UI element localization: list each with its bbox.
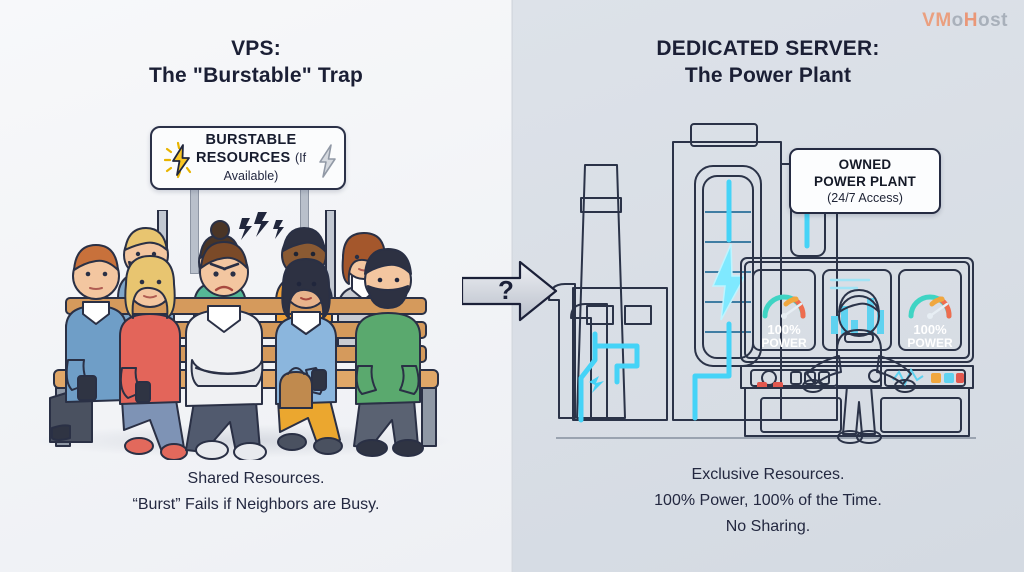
logo-part-ost: ost	[978, 10, 1008, 31]
burstable-line2: RESOURCES	[195, 150, 291, 166]
person-seated-2	[119, 255, 188, 461]
dedicated-title: DEDICATED SERVER: The Power Plant	[512, 36, 1024, 89]
burstable-sign-text: BURSTABLE RESOURCES (If Available)	[152, 131, 344, 185]
anger-marks-icon	[239, 212, 284, 240]
ground-line	[556, 437, 976, 439]
vps-caption: Shared Resources. “Burst” Fails if Neigh…	[0, 466, 512, 518]
vps-caption-line1: Shared Resources.	[187, 470, 325, 487]
person-seated-4	[275, 258, 343, 455]
vmohost-logo: VMoHost	[922, 10, 1008, 32]
dedicated-title-line1: DEDICATED SERVER:	[656, 37, 880, 60]
logo-part-h: H	[963, 10, 978, 31]
dedicated-server-panel	[512, 0, 1024, 572]
crowded-bench-illustration: .ol { stroke:#2a3045; stroke-width:2; st…	[26, 209, 466, 462]
arrow-question-mark: ?	[498, 275, 514, 305]
owned-line1: OWNED	[838, 156, 892, 172]
svg-text:POWER: POWER	[907, 336, 953, 350]
person-seated-5	[353, 248, 424, 457]
logo-part-o: o	[951, 10, 964, 31]
owned-line2: POWER PLANT	[814, 173, 916, 189]
vps-caption-line2: “Burst” Fails if Neighbors are Busy.	[132, 496, 380, 513]
lightning-bolt-gray-icon	[316, 142, 338, 185]
dedicated-caption-line2: 100% Power, 100% of the Time.	[654, 492, 882, 509]
transition-arrow: ?	[460, 258, 558, 324]
logo-part-vm: VM	[922, 10, 952, 31]
vps-title-line2: The "Burstable" Trap	[148, 64, 364, 87]
vps-title: VPS: The "Burstable" Trap	[0, 36, 512, 89]
owned-power-plant-sign: OWNED POWER PLANT (24/7 Access)	[789, 148, 941, 214]
operator-figure	[802, 289, 916, 444]
svg-text:100%: 100%	[913, 322, 947, 337]
person-seated-3-angry	[185, 241, 267, 462]
vps-title-line1: VPS:	[231, 37, 281, 60]
lightning-bolt-yellow-icon	[163, 141, 198, 184]
dedicated-caption: Exclusive Resources. 100% Power, 100% of…	[512, 462, 1024, 540]
svg-text:POWER: POWER	[761, 336, 807, 350]
dedicated-caption-line3: No Sharing.	[725, 518, 811, 535]
burstable-line1: BURSTABLE	[205, 132, 297, 148]
person-seated-1	[49, 244, 127, 443]
dedicated-caption-line1: Exclusive Resources.	[691, 466, 845, 483]
owned-line3: (24/7 Access)	[827, 190, 903, 205]
burstable-resources-sign: BURSTABLE RESOURCES (If Available)	[150, 126, 346, 190]
burstable-line3: (If Available)	[223, 151, 307, 183]
svg-text:100%: 100%	[767, 322, 801, 337]
dedicated-title-line2: The Power Plant	[684, 64, 852, 87]
